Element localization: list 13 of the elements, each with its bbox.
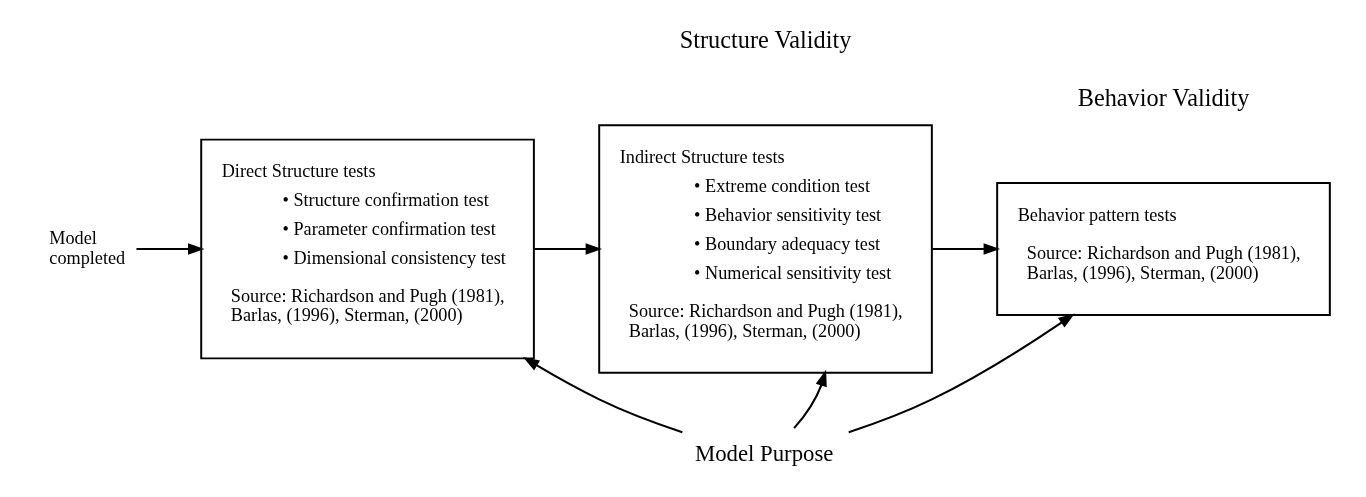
arrow xyxy=(931,242,1000,255)
node-box: Indirect Structure tests • Extreme condition test • Behavior sensitivity test • Boundary adequacy test • Numerical sensitivity test Source: Richardson and Pugh (1981), Barlas, (1996), Sterman, (2000) xyxy=(597,123,933,374)
node-text: Model Purpose xyxy=(694,440,833,466)
arrow xyxy=(522,356,683,433)
arrow xyxy=(847,312,1075,433)
arrow xyxy=(792,369,827,429)
arrow xyxy=(533,242,602,255)
node-box: Direct Structure tests • Structure confirmation test • Parameter confirmation test • Dimensional consistency test Source: Richardson and Pugh (1981), Barlas, (1996), Sterman, (2000) xyxy=(199,138,535,359)
node-box: Behavior pattern tests Source: Richardson and Pugh (1981), Barlas, (1996), Sterman, (2000) xyxy=(995,181,1331,316)
arrow xyxy=(136,242,204,255)
node-text: Model completed xyxy=(48,227,125,268)
label: Behavior Validity xyxy=(1077,83,1249,111)
label: Structure Validity xyxy=(679,25,851,53)
